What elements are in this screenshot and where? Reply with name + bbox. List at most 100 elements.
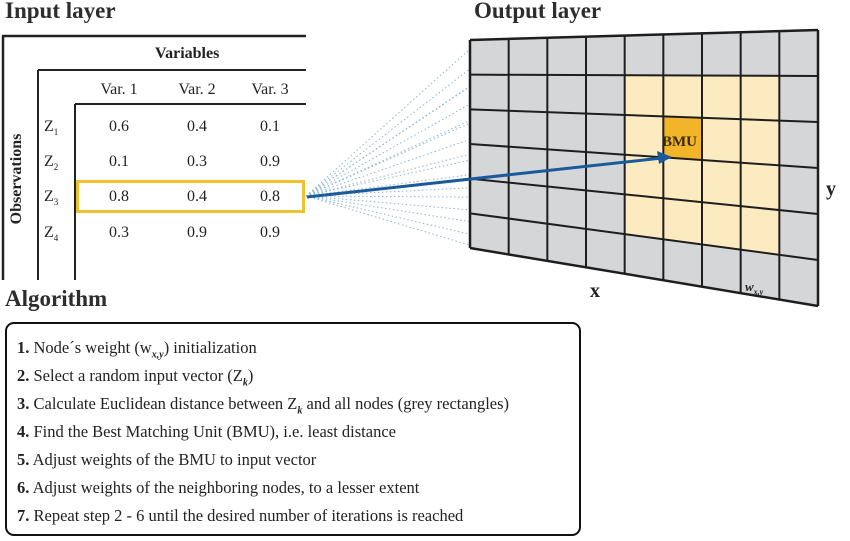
bmu-label: BMU <box>662 134 697 150</box>
input-layer-title: Input layer <box>5 0 116 23</box>
highlighted-row-box <box>76 180 305 213</box>
column-header-var1: Var. 1 <box>100 81 138 98</box>
grid-node <box>586 113 625 155</box>
row-label-z2: Z2 <box>44 153 59 173</box>
som-grid-cells <box>470 30 818 306</box>
cell-z1-var2: 0.4 <box>187 118 207 135</box>
algorithm-step-1: 1. Node´s weight (wx,y) initialization <box>17 338 257 361</box>
grid-node <box>470 109 509 147</box>
grid-node <box>508 182 548 224</box>
bmu-node <box>663 116 702 160</box>
cell-z2-var3: 0.9 <box>260 153 280 170</box>
grid-node <box>779 165 818 214</box>
grid-node <box>586 152 625 195</box>
algorithm-box: 1. Node´s weight (wx,y) initialization 2… <box>5 322 581 536</box>
algorithm-step-6: 6. Adjust weights of the neighboring nod… <box>17 478 420 497</box>
grid-node <box>702 160 741 207</box>
algorithm-step-4: 4. Find the Best Matching Unit (BMU), i.… <box>17 422 396 441</box>
grid-node <box>663 157 702 203</box>
grid-line <box>469 108 819 123</box>
grid-node <box>508 146 548 187</box>
cell-z2-var2: 0.3 <box>187 153 207 170</box>
projection-line <box>305 195 492 252</box>
grid-node <box>624 75 664 117</box>
projection-line <box>305 39 481 197</box>
grid-line <box>469 28 819 42</box>
projection-line <box>305 118 481 197</box>
grid-node <box>624 114 664 158</box>
som-grid-lines <box>468 28 820 308</box>
bmu-arrow <box>306 151 672 199</box>
grid-node <box>586 190 625 235</box>
projection-line <box>305 195 481 198</box>
projection-line <box>305 195 491 213</box>
algorithm-step-2: 2. Select a random input vector (Zk) <box>17 366 254 389</box>
grid-node <box>740 162 780 211</box>
grid-node <box>508 74 548 113</box>
algorithm-step-7: 7. Repeat step 2 - 6 until the desired n… <box>17 506 464 525</box>
grid-node <box>779 120 818 168</box>
cell-z3-var1: 0.8 <box>109 188 129 205</box>
grid-node <box>547 112 586 152</box>
grid-node <box>547 74 586 114</box>
grid-node <box>740 249 780 300</box>
grid-node <box>547 223 586 268</box>
grid-node <box>702 32 741 76</box>
cell-z3-var2: 0.4 <box>187 188 207 205</box>
column-header-var2: Var. 2 <box>178 81 216 98</box>
grid-line <box>469 177 819 215</box>
grid-node <box>586 75 625 115</box>
column-header-var3: Var. 3 <box>251 81 289 98</box>
grid-node <box>624 34 664 76</box>
grid-node <box>508 37 548 75</box>
grid-node <box>624 154 664 199</box>
grid-node <box>624 234 664 281</box>
row-label-z4: Z4 <box>44 224 59 244</box>
grid-node <box>702 75 741 120</box>
grid-node <box>508 110 548 150</box>
projection-line <box>305 131 492 197</box>
cell-z4-var2: 0.9 <box>187 224 207 241</box>
output-grid-diagram <box>305 28 820 308</box>
grid-node <box>740 75 780 121</box>
grid-node <box>779 254 818 306</box>
projection-line <box>305 171 491 197</box>
grid-line <box>469 73 819 77</box>
variables-header: Variables <box>155 45 220 62</box>
grid-node <box>470 144 509 183</box>
cell-z4-var3: 0.9 <box>260 224 280 241</box>
grid-node <box>663 75 702 118</box>
cell-z4-var1: 0.3 <box>109 224 129 241</box>
cell-z1-var1: 0.6 <box>109 118 129 135</box>
grid-node <box>470 178 509 219</box>
algorithm-title: Algorithm <box>5 286 108 311</box>
cell-z3-var3: 0.8 <box>260 188 280 205</box>
projection-line <box>305 157 481 197</box>
cell-z1-var3: 0.1 <box>260 118 280 135</box>
node-weight-label: wx,y <box>745 279 764 297</box>
grid-node <box>586 35 625 76</box>
grid-line <box>469 212 819 261</box>
grid-node <box>624 194 664 240</box>
grid-node <box>663 239 702 287</box>
grid-node <box>470 38 509 75</box>
grid-node <box>779 75 818 122</box>
grid-node <box>470 213 509 255</box>
projection-line <box>305 91 492 197</box>
projection-line <box>305 145 502 197</box>
y-axis-label: y <box>826 178 836 200</box>
grid-node <box>586 228 625 274</box>
grid-node <box>779 210 818 260</box>
grid-node <box>508 218 548 261</box>
grid-node <box>663 33 702 76</box>
grid-node <box>779 30 818 76</box>
grid-node <box>740 31 780 76</box>
grid-line <box>469 246 819 308</box>
algorithm-step-3: 3. Calculate Euclidean distance between … <box>17 394 510 417</box>
row-label-z3: Z3 <box>44 188 59 208</box>
grid-node <box>702 202 741 250</box>
grid-node <box>547 36 586 76</box>
cell-z2-var1: 0.1 <box>109 153 129 170</box>
grid-node <box>740 119 780 166</box>
projection-line <box>305 78 481 197</box>
